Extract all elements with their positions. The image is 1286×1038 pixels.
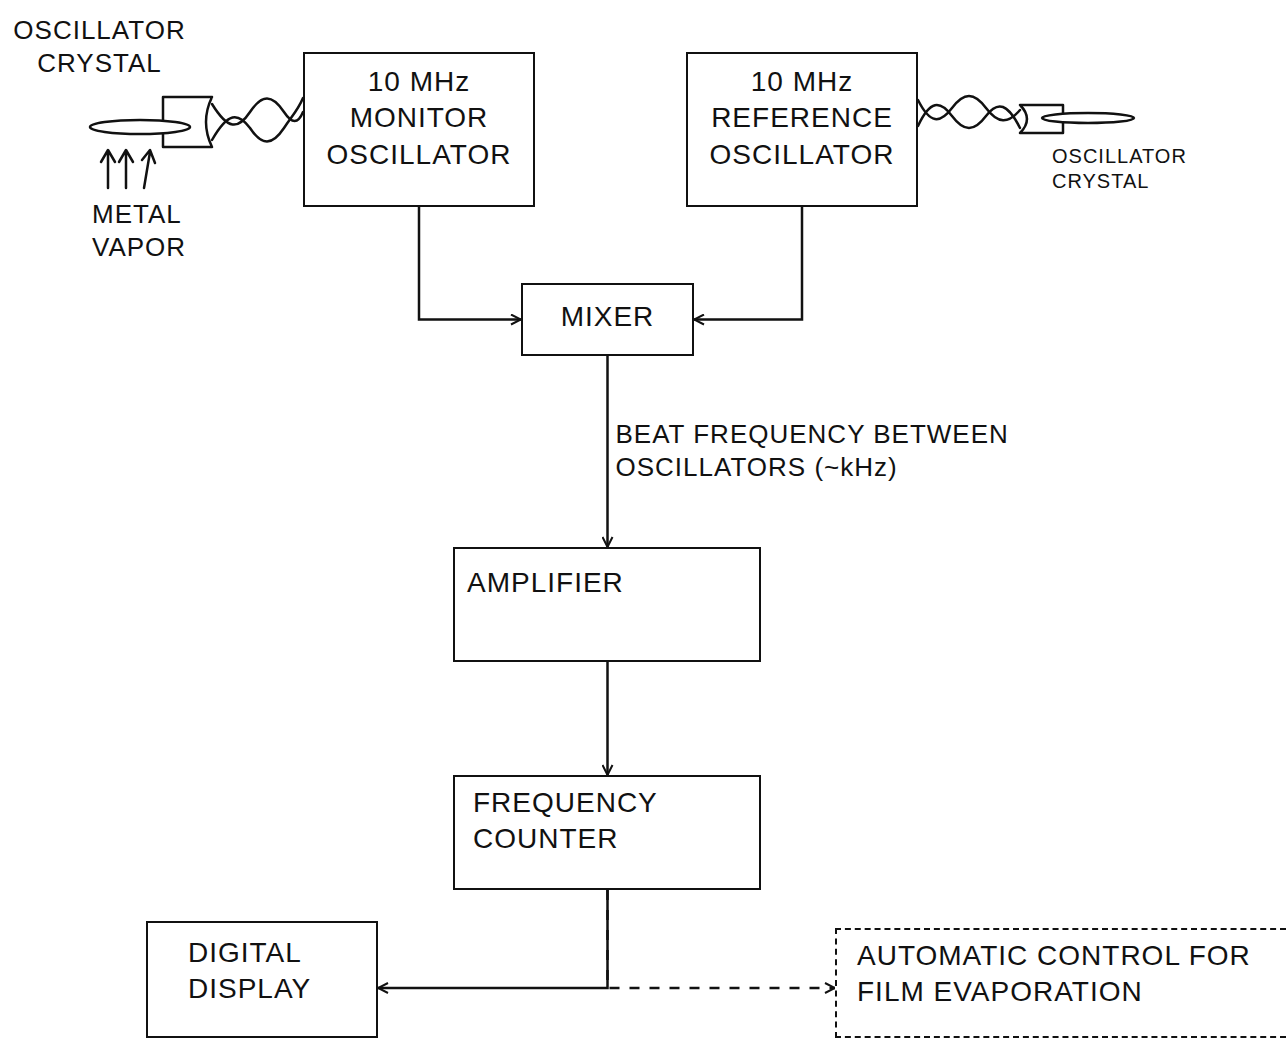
mixer-box: MIXER [521, 283, 694, 356]
node-text: FREQUENCY COUNTER [473, 785, 741, 858]
node-text: DIGITAL DISPLAY [188, 935, 336, 1008]
amplifier-box: AMPLIFIER [453, 547, 761, 662]
vapor-arrow [101, 150, 115, 188]
crystal-disk [90, 120, 190, 134]
annotation-label: METAL VAPOR [92, 198, 202, 263]
display-box: DIGITAL DISPLAY [146, 921, 378, 1038]
vapor-arrow [119, 150, 133, 188]
signal-connector [606, 662, 609, 775]
node-text: 10 MHz MONITOR OSCILLATOR [311, 64, 527, 173]
oscillator-box: 10 MHz MONITOR OSCILLATOR [303, 52, 535, 207]
signal-connector [694, 207, 802, 320]
signal-connector [419, 207, 521, 320]
counter-box: FREQUENCY COUNTER [453, 775, 761, 890]
vapor-arrow [142, 150, 155, 188]
annotation-label: OSCILLATOR CRYSTAL [12, 14, 187, 79]
annotation-label: OSCILLATOR CRYSTAL [1052, 144, 1202, 194]
signal-connector [378, 890, 608, 988]
node-text: AMPLIFIER [467, 565, 747, 601]
crystal-disk [1042, 113, 1134, 123]
edge-label: BEAT FREQUENCY BETWEEN OSCILLATORS (~kHz… [616, 418, 1096, 483]
twisted-wire [918, 105, 1020, 128]
dashed-connector [608, 890, 836, 988]
control-box: AUTOMATIC CONTROL FOR FILM EVAPORATION [835, 928, 1286, 1038]
node-text: MIXER [529, 299, 686, 335]
twisted-wire [212, 98, 303, 142]
signal-connector [606, 356, 609, 547]
node-text: 10 MHz REFERENCE OSCILLATOR [694, 64, 910, 173]
oscillator-box: 10 MHz REFERENCE OSCILLATOR [686, 52, 918, 207]
node-text: AUTOMATIC CONTROL FOR FILM EVAPORATION [857, 938, 1266, 1011]
